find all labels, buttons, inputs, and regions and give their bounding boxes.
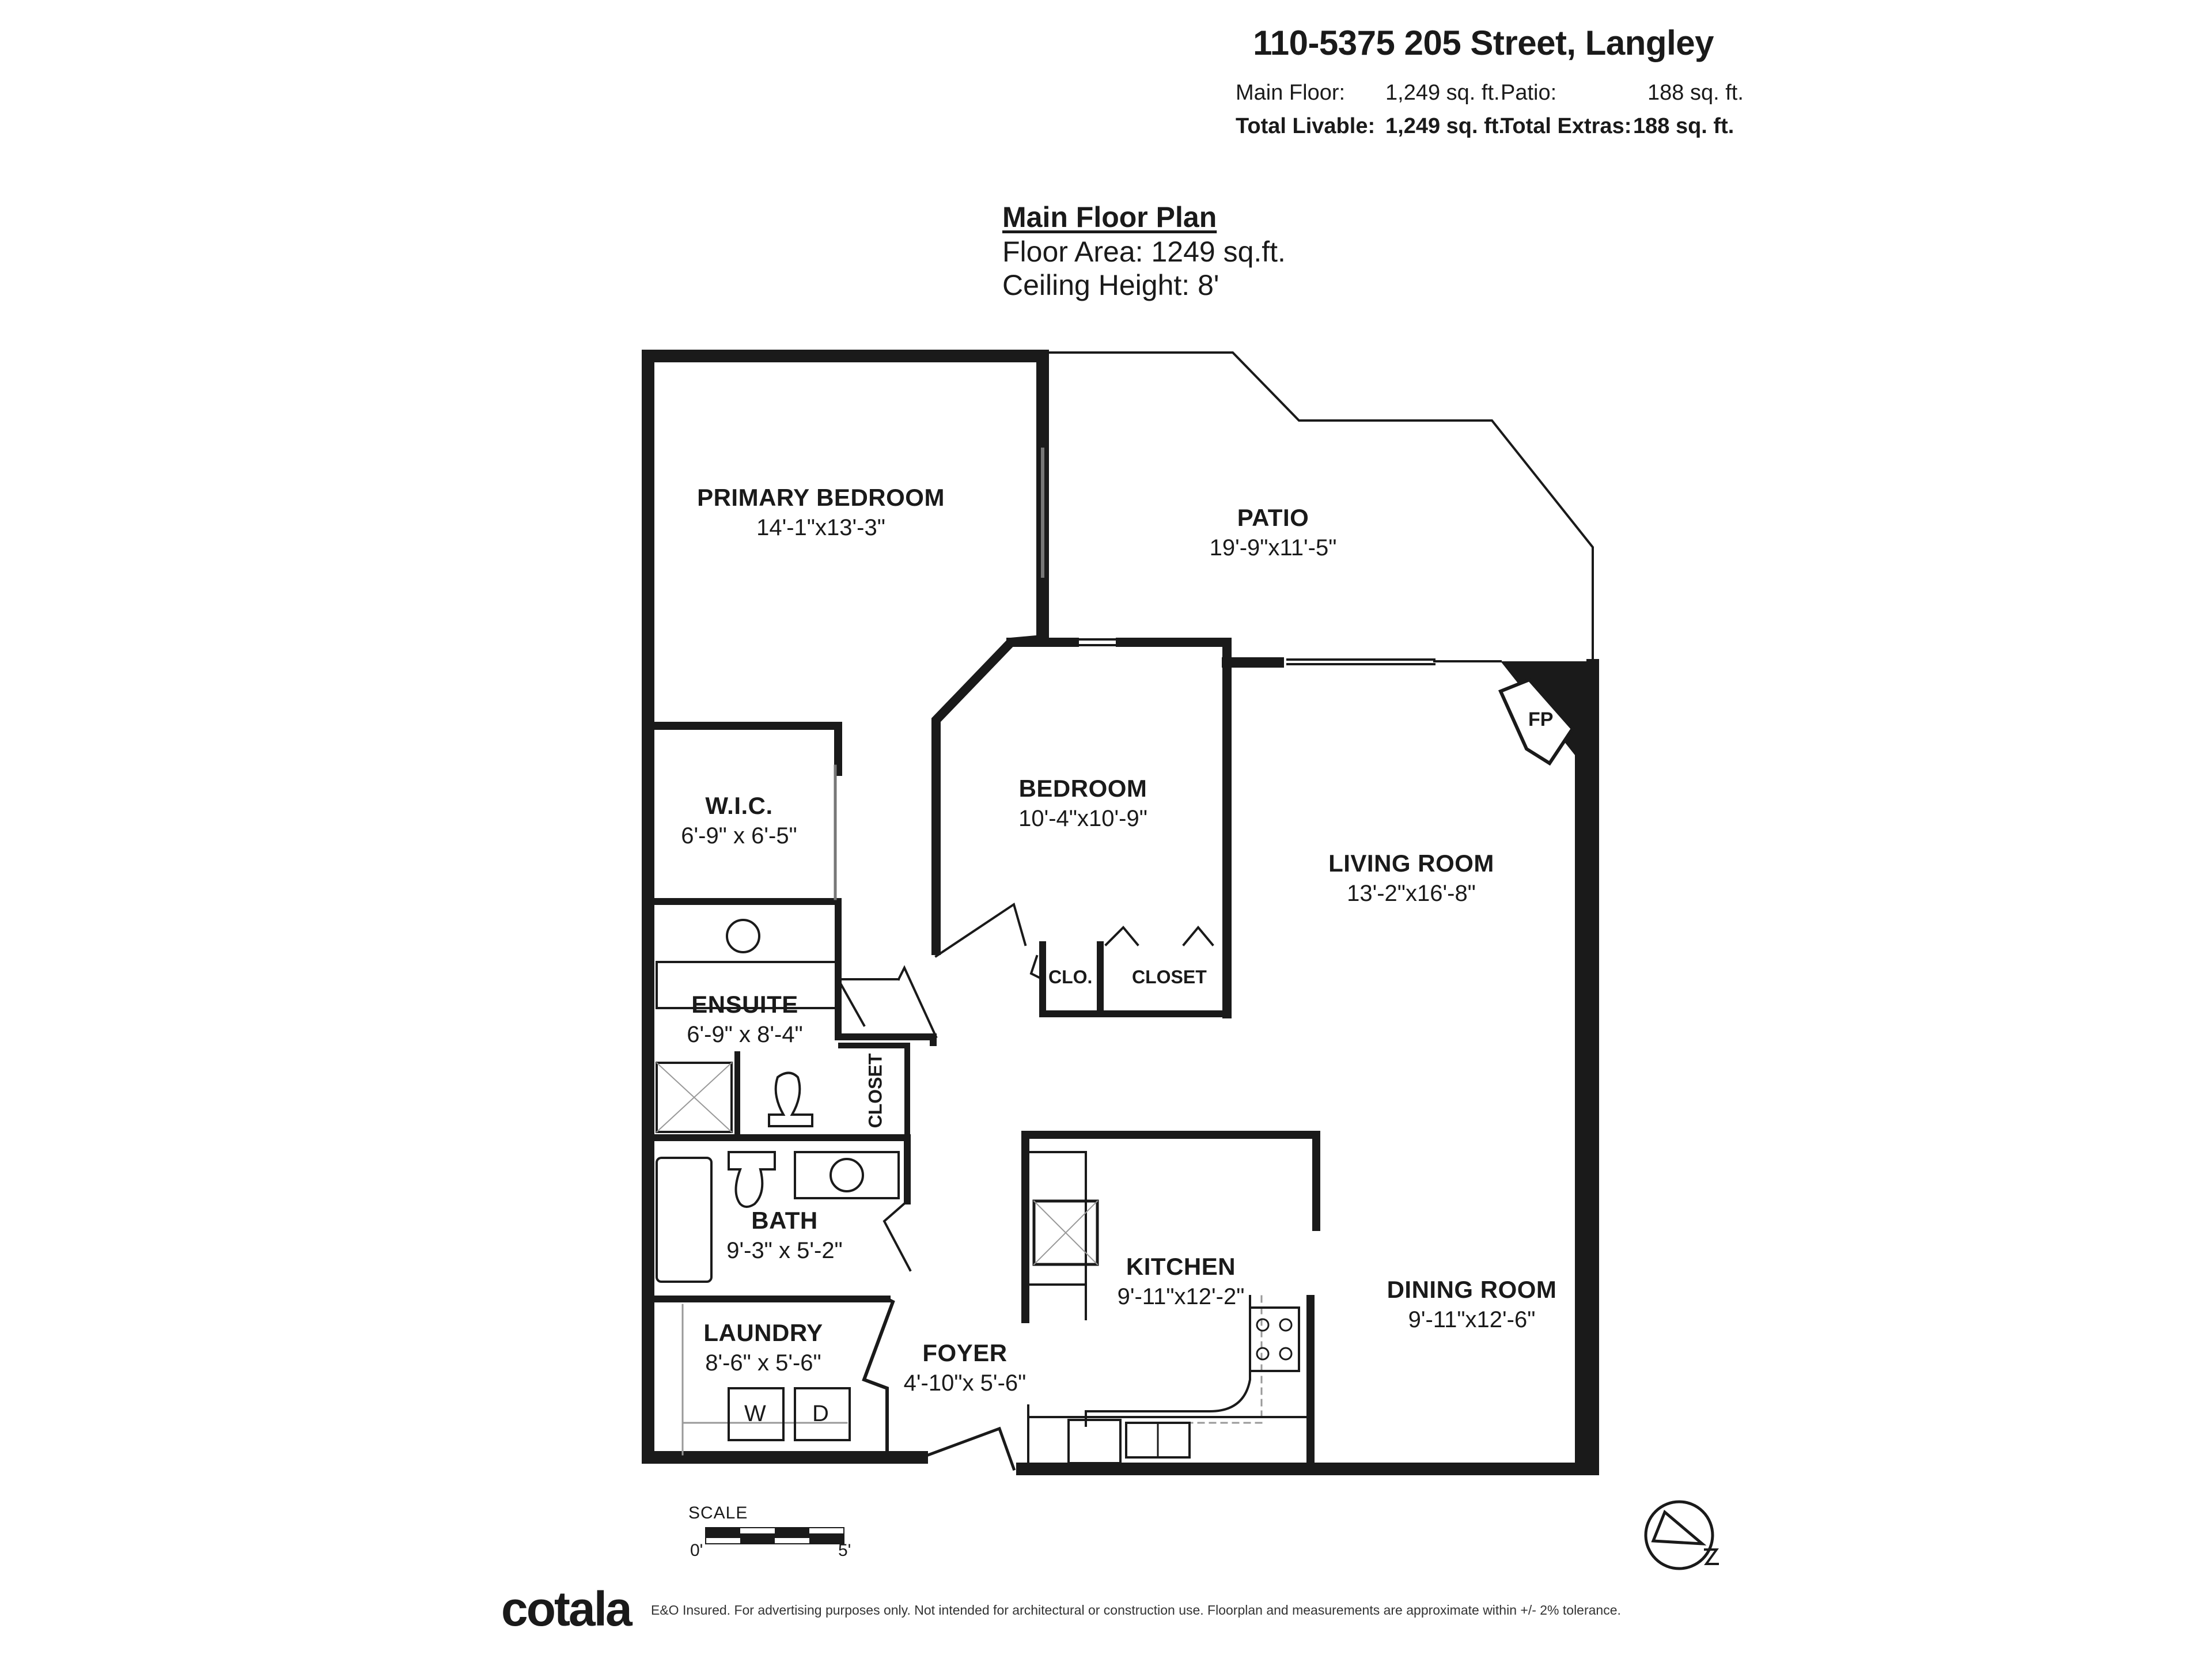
bath-counter [794, 1151, 900, 1199]
hall-closet-label: CLOSET [865, 1053, 886, 1128]
compass-north-icon [1644, 1500, 1719, 1570]
bath-door [882, 1199, 912, 1272]
room-dining-room: DINING ROOM 9'-11"x12'-6" [1387, 1276, 1557, 1333]
bedroom-closet-doors [1029, 925, 1214, 981]
kitchen-walls [1021, 1131, 1320, 1231]
room-ensuite: ENSUITE 6'-9" x 8'-4" [687, 991, 803, 1048]
room-bedroom: BEDROOM 10'-4"x10'-9" [1018, 775, 1147, 832]
room-dims: 14'-1"x13'-3" [756, 515, 885, 540]
room-name: PATIO [1237, 504, 1309, 531]
clo-label: CLO. [1048, 967, 1093, 987]
room-name: PRIMARY BEDROOM [697, 484, 945, 511]
room-kitchen: KITCHEN 9'-11"x12'-2" [1118, 1253, 1245, 1310]
kitchen-window-bottom [1131, 1465, 1182, 1473]
dishwasher-icon [1067, 1419, 1122, 1464]
primary-bottom-wall [644, 722, 842, 776]
shower-icon [656, 1062, 733, 1133]
bedroom-closet-walls [1039, 941, 1230, 1017]
ensuite-walls [835, 956, 937, 1046]
washer-label: W [744, 1401, 766, 1426]
room-primary-bedroom: PRIMARY BEDROOM 14'-1"x13'-3" [697, 484, 945, 541]
patio-outline [1041, 351, 1594, 666]
laundry-walls [862, 1296, 895, 1459]
fridge-icon [1032, 1199, 1099, 1266]
entry-door [919, 1426, 1016, 1471]
room-name: W.I.C. [705, 792, 773, 819]
scale-end: 5' [838, 1541, 851, 1560]
bedroom-top-wall [1006, 638, 1232, 1018]
patio-label: Patio: [1501, 81, 1557, 105]
room-foyer: FOYER 4'-10"x 5'-6" [904, 1339, 1027, 1396]
room-dims: 9'-11"x12'-6" [1408, 1307, 1536, 1332]
room-dims: 4'-10"x 5'-6" [903, 1370, 1027, 1396]
fireplace-label: FP [1528, 709, 1554, 730]
floor-area: Floor Area: 1249 sq.ft. [1002, 236, 1286, 268]
cotala-logo: cotala [501, 1582, 632, 1636]
room-dims: 10'-4"x10'-9" [1018, 806, 1147, 831]
room-name: LIVING ROOM [1328, 850, 1494, 877]
room-dims: 9'-3" x 5'-2" [726, 1238, 843, 1263]
hall-door-3 [897, 965, 938, 1039]
room-dims: 8'-6" x 5'-6" [705, 1350, 821, 1376]
scale-label: SCALE [688, 1503, 748, 1522]
room-name: BEDROOM [1018, 775, 1147, 802]
kitchen-window [1111, 1131, 1309, 1139]
room-dims: 13'-2"x16'-8" [1347, 881, 1476, 906]
bathtub-icon [656, 1157, 713, 1283]
bath-toilet-icon [728, 1151, 776, 1208]
ensuite-lower-wall [645, 1134, 911, 1205]
dryer-icon [794, 1387, 851, 1441]
room-name: FOYER [922, 1339, 1007, 1366]
total-livable-value: 1,249 sq. ft. [1385, 114, 1505, 138]
room-name: BATH [751, 1207, 818, 1234]
total-livable-label: Total Livable: [1236, 114, 1376, 138]
plan-title: Main Floor Plan [1002, 201, 1217, 233]
disclaimer-text: E&O Insured. For advertising purposes on… [651, 1603, 1621, 1618]
patio-door [1286, 658, 1435, 665]
closet-hall-walls [838, 1043, 910, 1141]
room-bath: BATH 9'-3" x 5'-2" [726, 1207, 843, 1264]
washer-icon [728, 1387, 785, 1441]
room-living-room: LIVING ROOM 13'-2"x16'-8" [1328, 850, 1494, 907]
peninsula-dash [1162, 1295, 1263, 1424]
room-dims: 19'-9"x11'-5" [1209, 535, 1337, 560]
bedroom-window [1073, 638, 1122, 646]
room-laundry: LAUNDRY 8'-6" x 5'-6" [703, 1319, 823, 1376]
outer-wall-bottom-right [1016, 659, 1599, 1475]
total-extras-value: 188 sq. ft. [1633, 114, 1734, 138]
hall-door-1 [934, 902, 1027, 958]
toilet-icon [768, 1071, 813, 1127]
hall-door-2 [836, 978, 900, 1027]
ensuite-counter [656, 961, 839, 1009]
patio-value: 188 sq. ft. [1647, 81, 1744, 105]
room-name: KITCHEN [1126, 1253, 1236, 1280]
room-patio: PATIO 19'-9"x11'-5" [1210, 504, 1337, 561]
main-floor-value: 1,249 sq. ft. [1385, 81, 1500, 105]
room-name: DINING ROOM [1387, 1276, 1557, 1303]
room-dims: 6'-9" x 8'-4" [687, 1022, 803, 1047]
room-dims: 6'-9" x 6'-5" [681, 823, 797, 849]
dryer-label: D [812, 1401, 829, 1426]
property-address: 110-5375 205 Street, Langley [1253, 24, 1714, 62]
total-extras-label: Total Extras: [1501, 114, 1632, 138]
room-dims: 9'-11"x12'-2" [1117, 1284, 1245, 1309]
room-name: LAUNDRY [703, 1319, 823, 1346]
sink-icon [726, 919, 760, 953]
laundry-counter [681, 1304, 848, 1456]
ceiling-height: Ceiling Height: 8' [1002, 269, 1219, 301]
bedroom-closet-label: CLOSET [1132, 967, 1207, 987]
bath-sink-icon [830, 1158, 864, 1192]
stove-icon [1249, 1306, 1300, 1372]
kitchen-counter [1027, 1151, 1087, 1320]
wic-walls [645, 898, 842, 963]
scale-start: 0' [690, 1541, 703, 1560]
scale-bar [705, 1527, 844, 1544]
room-wic: W.I.C. 6'-9" x 6'-5" [681, 792, 797, 849]
main-floor-label: Main Floor: [1236, 81, 1346, 105]
fireplace-icon [1498, 677, 1575, 766]
fridge-x [1033, 1200, 1099, 1266]
room-name: ENSUITE [691, 991, 798, 1018]
kitchen-peninsula [1027, 1295, 1251, 1464]
